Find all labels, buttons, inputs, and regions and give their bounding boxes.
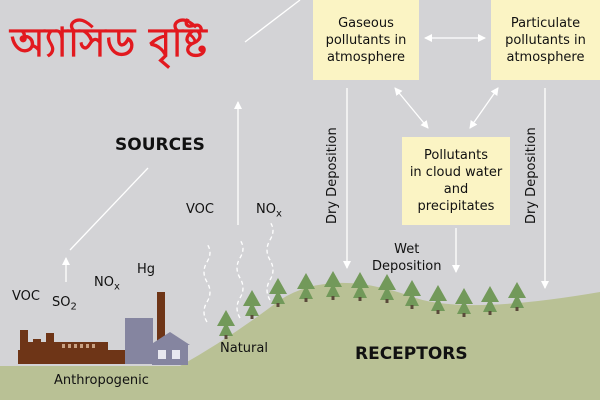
label-anthropogenic: Anthropogenic: [54, 373, 149, 388]
tree: [269, 278, 287, 307]
trees: [217, 271, 526, 339]
label-so2-sub: 2: [70, 301, 77, 313]
label-voc-natural: VOC: [186, 202, 214, 217]
tree: [351, 272, 369, 301]
source-diagonal-upper: [244, 0, 301, 43]
tree: [508, 282, 526, 311]
box-particulate-pollutants: Particulate pollutants in atmosphere: [491, 0, 600, 80]
label-hg: Hg: [137, 262, 156, 277]
tree: [324, 271, 342, 300]
receptors-heading: RECEPTORS: [355, 344, 468, 364]
natural-emission-wave-3: [266, 221, 274, 301]
label-nox-anthropogenic: NOx: [94, 275, 120, 293]
sources-heading: SOURCES: [115, 135, 205, 155]
label-dry-deposition-1: Dry Deposition: [325, 127, 340, 224]
tree: [378, 274, 396, 303]
house: [125, 318, 190, 365]
tree: [217, 310, 235, 339]
box-cloud-pollutants: Pollutants in cloud water and precipitat…: [402, 137, 510, 225]
label-natural: Natural: [220, 341, 268, 356]
label-nox-natural: NOx: [256, 202, 282, 220]
label-nox-sub: x: [113, 281, 120, 293]
box-gaseous-pollutants: Gaseous pollutants in atmosphere: [313, 0, 419, 80]
hill-ground: [0, 282, 600, 400]
tree: [455, 288, 473, 317]
title-acid-rain: অ্যাসিড বৃষ্টি: [10, 20, 207, 66]
natural-emission-wave-1: [203, 243, 211, 323]
tree: [403, 280, 421, 309]
arrow-gaseous-cloud: [394, 87, 429, 129]
label-so2: SO2: [52, 295, 77, 313]
label-dry-deposition-2: Dry Deposition: [524, 127, 539, 224]
arrow-particulate-cloud: [469, 87, 499, 129]
tree: [297, 273, 315, 302]
factory-windows: [62, 344, 95, 348]
label-so2-main: SO: [52, 295, 71, 310]
tree: [429, 285, 447, 314]
label-nox-natural-sub: x: [275, 208, 282, 220]
tree: [481, 286, 499, 315]
source-diagonal-lower: [69, 167, 149, 251]
natural-emission-wave-2: [236, 239, 244, 319]
label-nox-natural-main: NO: [256, 202, 276, 217]
label-wet-deposition: Wet Deposition: [372, 242, 442, 274]
label-nox-main: NO: [94, 275, 114, 290]
tree: [243, 290, 261, 319]
label-voc-anthropogenic: VOC: [12, 289, 40, 304]
